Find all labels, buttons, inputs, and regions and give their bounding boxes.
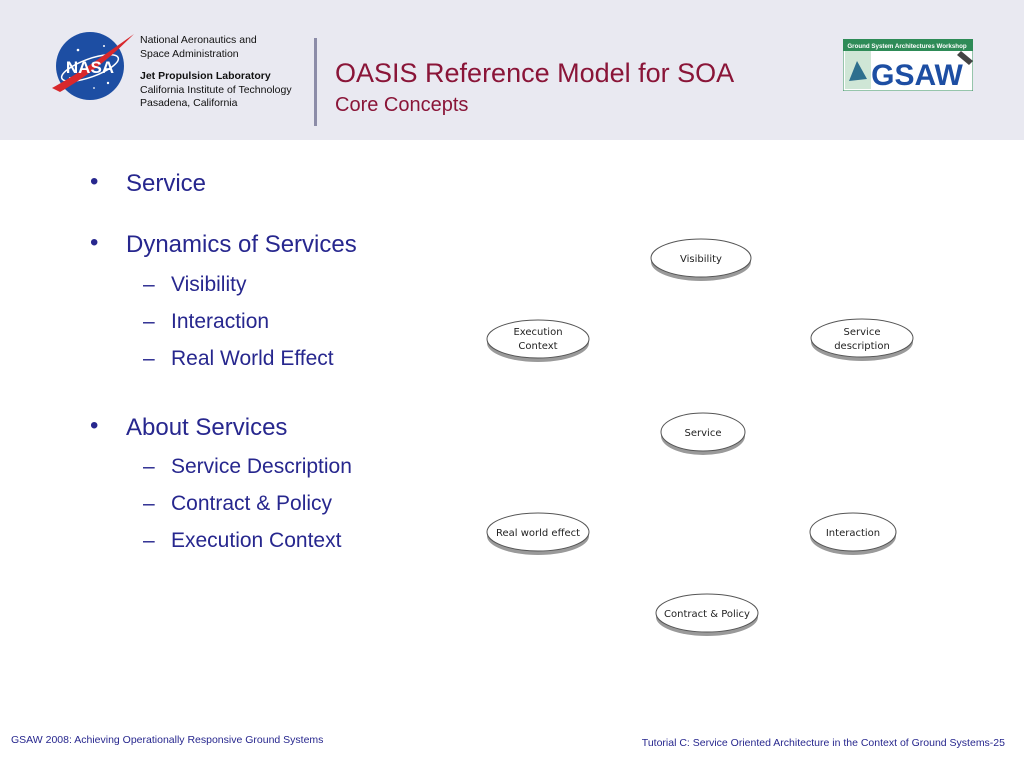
diagram-label-description: description bbox=[834, 341, 890, 352]
gsaw-banner-text: Ground System Architectures Workshop bbox=[847, 43, 967, 50]
diagram-node-visibility: Visibility bbox=[650, 238, 752, 281]
diagram-label-execution: Execution bbox=[513, 327, 562, 338]
bullet-service: Service bbox=[126, 170, 207, 197]
org-line-1: National Aeronautics and bbox=[140, 34, 257, 46]
diagram-label-service: Service bbox=[844, 327, 881, 338]
nasa-logo-icon: NASA bbox=[52, 32, 134, 100]
organization-block: National Aeronautics and Space Administr… bbox=[140, 34, 292, 111]
jpl-line-2: California Institute of Technology bbox=[140, 83, 292, 96]
bullet-about-services: About Services bbox=[126, 414, 288, 441]
jpl-line-1: Jet Propulsion Laboratory bbox=[140, 70, 271, 82]
slide-header: NASA National Aeronautics and Space Admi… bbox=[0, 0, 1024, 140]
diagram-node-real-world-effect: Real world effect bbox=[486, 512, 590, 555]
sub-bullet-dash: – bbox=[143, 347, 155, 370]
diagram-label-contract-policy: Contract & Policy bbox=[664, 609, 750, 620]
sub-bullet-service-description: Service Description bbox=[171, 455, 352, 478]
sub-bullet-dash: – bbox=[143, 492, 155, 515]
bullet-dynamics-of-services: Dynamics of Services bbox=[126, 231, 357, 258]
diagram-node-service: Service bbox=[660, 412, 746, 455]
diagram-label-visibility: Visibility bbox=[680, 254, 722, 265]
diagram-label-context: Context bbox=[518, 341, 557, 352]
sub-bullet-contract-policy: Contract & Policy bbox=[171, 492, 333, 515]
sub-bullet-real-world-effect: Real World Effect bbox=[171, 347, 334, 370]
sub-bullet-dash: – bbox=[143, 529, 155, 552]
bullet-list: • Service • Dynamics of Services – Visib… bbox=[0, 0, 470, 600]
nasa-logo-text: NASA bbox=[66, 58, 114, 77]
gsaw-logo-text: GSAW bbox=[871, 59, 963, 91]
sub-bullet-dash: – bbox=[143, 455, 155, 478]
diagram-node-interaction: Interaction bbox=[809, 512, 897, 555]
diagram-node-contract-policy: Contract & Policy bbox=[655, 593, 759, 636]
diagram-node-service-description: Service description bbox=[810, 318, 914, 361]
org-line-2: Space Administration bbox=[140, 47, 239, 60]
sub-bullet-interaction: Interaction bbox=[171, 310, 270, 333]
bullet-dot: • bbox=[90, 229, 99, 256]
diagram-label-interaction: Interaction bbox=[826, 528, 880, 539]
footer-left: GSAW 2008: Achieving Operationally Respo… bbox=[11, 734, 324, 746]
footer-right: Tutorial C: Service Oriented Architectur… bbox=[641, 737, 1005, 749]
sub-bullet-dash: – bbox=[143, 273, 155, 296]
sub-bullet-dash: – bbox=[143, 310, 155, 333]
diagram-label-service-core: Service bbox=[685, 428, 722, 439]
core-concepts-diagram: Visibility Execution Context Service des… bbox=[486, 238, 914, 636]
slide-title: OASIS Reference Model for SOA bbox=[335, 58, 735, 88]
gsaw-logo-icon: Ground System Architectures Workshop GSA… bbox=[843, 39, 973, 91]
bullet-dot: • bbox=[90, 168, 99, 195]
slide-subtitle: Core Concepts bbox=[335, 94, 469, 116]
sub-bullet-visibility: Visibility bbox=[171, 273, 247, 296]
header-divider bbox=[314, 38, 317, 126]
bullet-dot: • bbox=[90, 412, 99, 439]
sub-bullet-execution-context: Execution Context bbox=[171, 529, 342, 552]
diagram-label-real-world-effect: Real world effect bbox=[496, 528, 580, 539]
jpl-line-3: Pasadena, California bbox=[140, 97, 238, 109]
diagram-node-execution-context: Execution Context bbox=[486, 319, 590, 362]
